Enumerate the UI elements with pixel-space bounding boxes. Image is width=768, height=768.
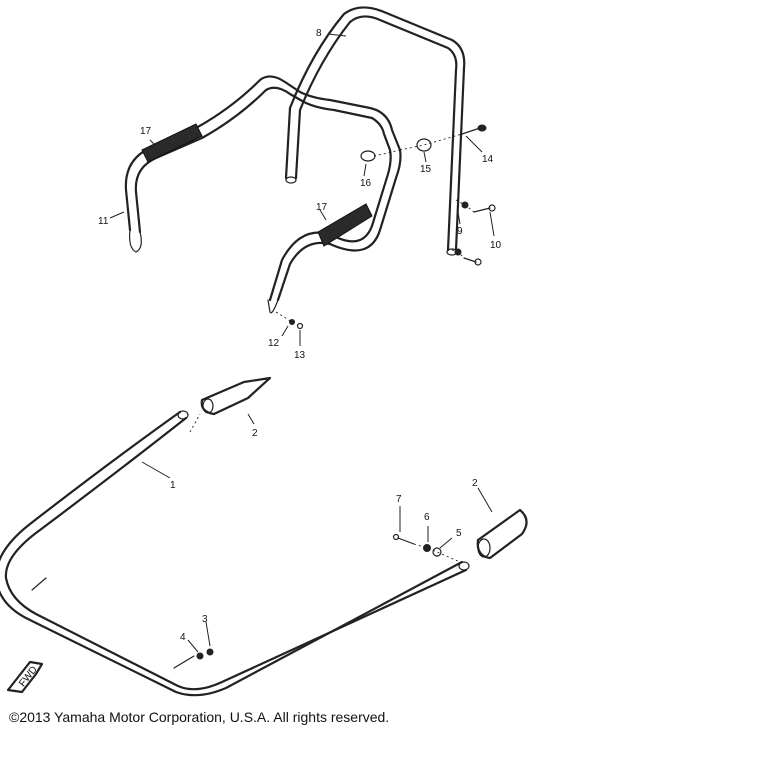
callout-17-right: 17 <box>316 202 328 213</box>
part-15-bushing <box>416 138 432 152</box>
part-12-13-fasteners <box>289 319 304 330</box>
part-10-nut <box>463 204 496 266</box>
callout-17-left: 17 <box>140 126 152 137</box>
part-17-grip-left <box>141 123 203 163</box>
callout-12: 12 <box>268 338 280 349</box>
callout-4: 4 <box>180 632 186 643</box>
callout-8: 8 <box>316 28 322 39</box>
callout-11: 11 <box>98 216 109 227</box>
leader-lines <box>109 33 495 653</box>
callout-7: 7 <box>396 494 402 505</box>
part-8-hoop <box>284 6 466 256</box>
part-11-handle-bar <box>124 75 402 314</box>
part-4-washer <box>196 652 204 660</box>
callout-5: 5 <box>456 528 462 539</box>
part-2-end-cap-lower <box>476 508 528 560</box>
part-6-washer <box>423 544 431 552</box>
part-5-bolt <box>432 547 442 557</box>
part-17-grip-right <box>317 203 373 247</box>
part-2-end-cap-upper <box>200 376 272 416</box>
part-7-bolt <box>392 533 415 545</box>
callout-3: 3 <box>202 614 208 625</box>
callout-10: 10 <box>490 240 502 251</box>
part-1-bumper <box>0 410 470 697</box>
svg-text:FWD: FWD <box>17 664 40 689</box>
callout-13: 13 <box>294 350 306 361</box>
copyright-notice: ©2013 Yamaha Motor Corporation, U.S.A. A… <box>9 709 390 725</box>
fwd-direction-mark: FWD <box>6 660 44 694</box>
callout-1: 1 <box>170 480 176 491</box>
callout-9: 9 <box>457 226 463 237</box>
callout-2-lower: 2 <box>472 478 478 489</box>
part-16-clamp <box>360 150 376 162</box>
callout-6: 6 <box>424 512 430 523</box>
callout-16: 16 <box>360 178 372 189</box>
callout-15: 15 <box>420 164 432 175</box>
callout-2-upper: 2 <box>252 428 258 439</box>
callout-14: 14 <box>482 154 494 165</box>
part-14-bolt <box>461 124 487 135</box>
part-3-nut <box>206 648 214 656</box>
